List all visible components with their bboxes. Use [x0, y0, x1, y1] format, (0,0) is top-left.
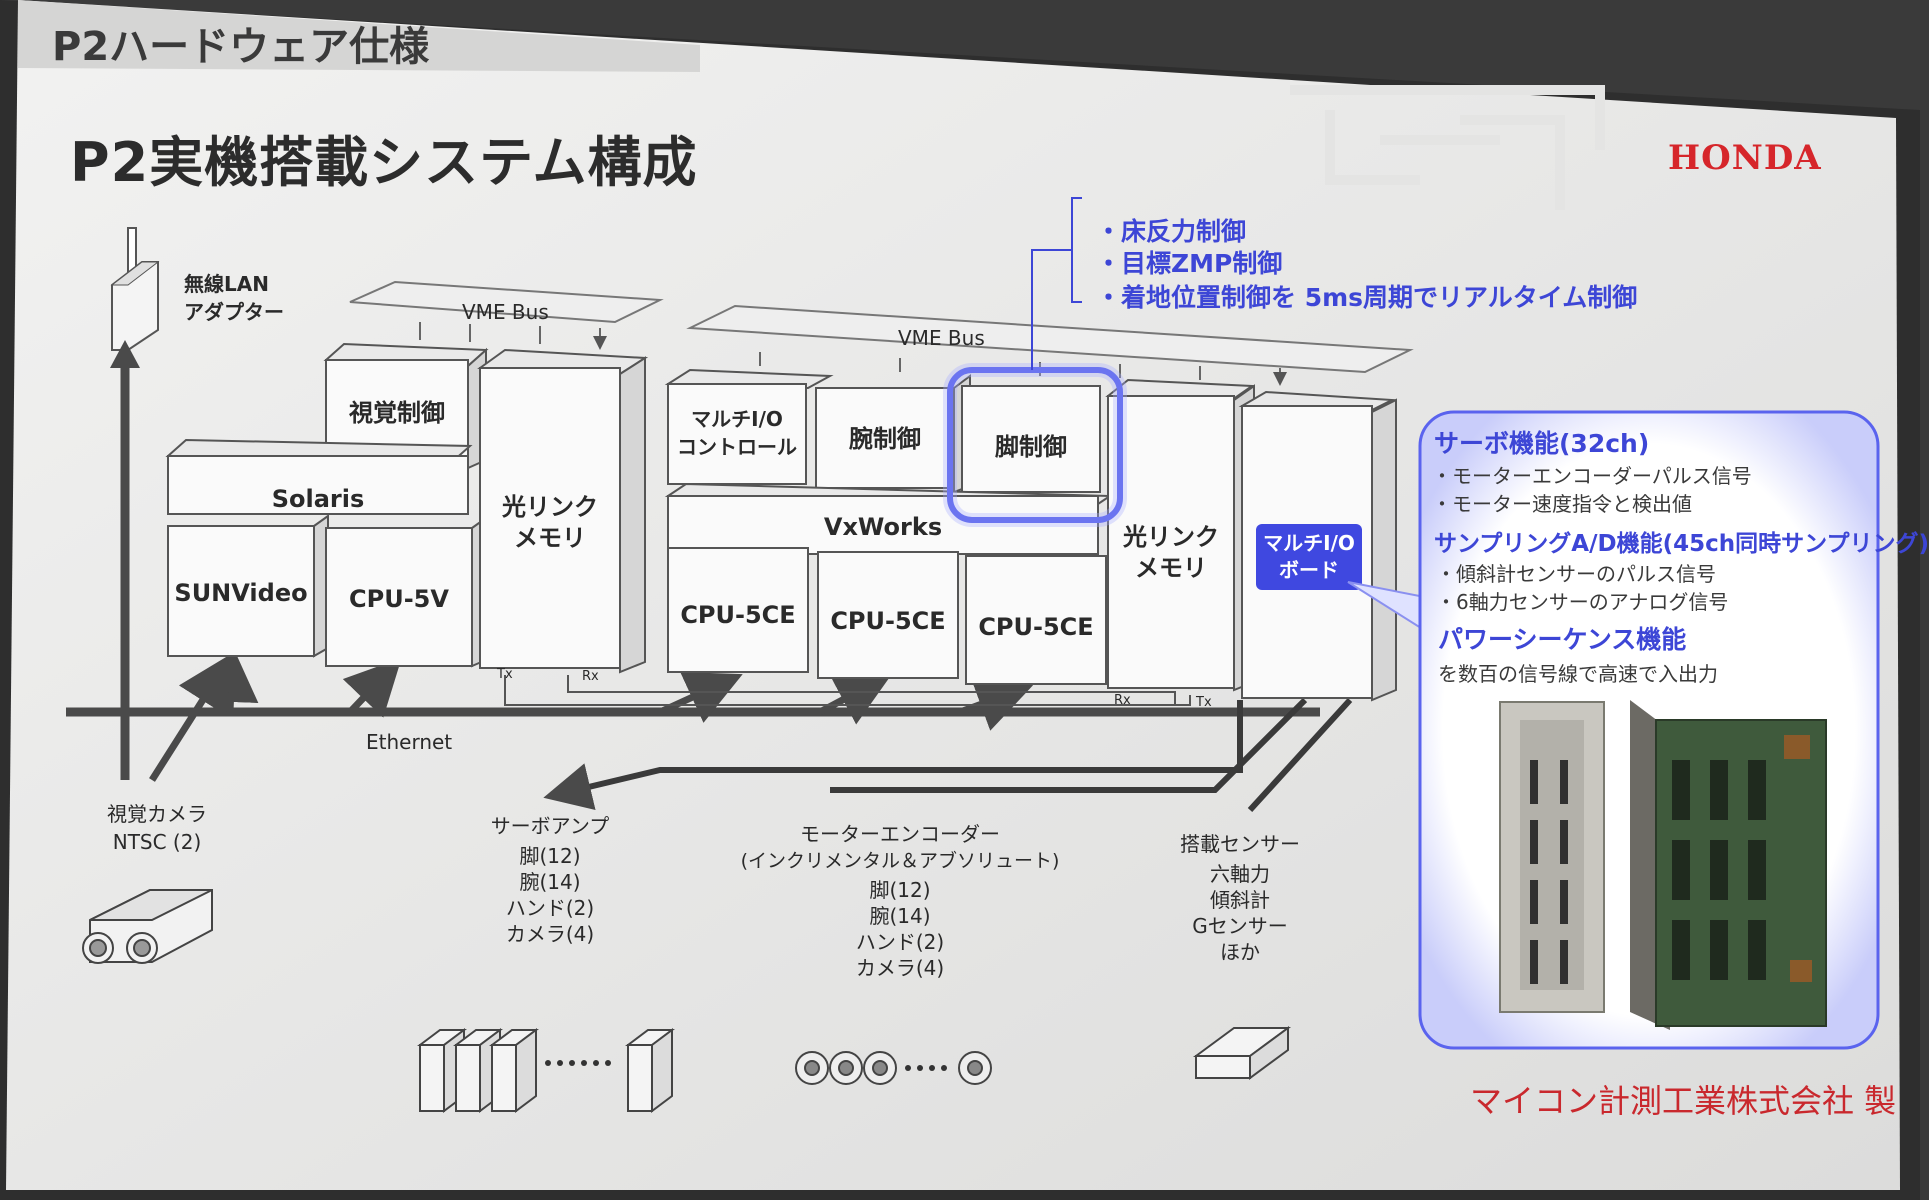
- ethernet-to-cpu5v: [342, 657, 402, 718]
- ethernet-to-sunvideo: [202, 646, 259, 713]
- multi-io-ctrl-label-2: コントロール: [677, 435, 797, 459]
- right-tx-label: Tx: [1196, 695, 1212, 710]
- camera-icons: [82, 889, 213, 964]
- vision-control-label: 視覚制御: [349, 399, 445, 427]
- ethernet-label: Ethernet: [366, 730, 453, 754]
- servo-item-2: ・モーター速度指令と検出値: [1432, 492, 1692, 516]
- sunvideo-label: SUNVideo: [174, 579, 308, 607]
- sensors-title: 搭載センサー: [1180, 832, 1300, 856]
- sensor-icon: [1192, 1026, 1292, 1080]
- left-optical-label-1: 光リンク: [502, 493, 598, 521]
- sensor-6axis: 六軸力: [1210, 862, 1270, 886]
- wireless-arrow-head: [110, 340, 140, 368]
- callout-line-3: ・着地位置制御を 5ms周期でリアルタイム制御: [1096, 283, 1638, 312]
- servo-amp-icons: [417, 1028, 675, 1113]
- encoder-subtitle: (インクリメンタル＆アブソリュート): [740, 850, 1060, 872]
- cpu5ce-2-label: CPU-5CE: [830, 607, 946, 635]
- servo-amp-title: サーボアンプ: [490, 814, 610, 838]
- sensor-tilt: 傾斜計: [1210, 888, 1270, 912]
- encoder-arm: 腕(14): [869, 904, 931, 928]
- callout-line-2: ・目標ZMP制御: [1096, 249, 1283, 278]
- sensor-g: Gセンサー: [1192, 914, 1288, 938]
- wireless-label-1: 無線LAN: [184, 272, 269, 296]
- left-rx-label: Rx: [582, 669, 599, 684]
- encoder-title: モーターエンコーダー: [800, 822, 1000, 846]
- cpu5v-label: CPU-5V: [349, 585, 449, 613]
- sensor-other: ほか: [1220, 940, 1260, 964]
- callout-line-1: ・床反力制御: [1096, 217, 1247, 246]
- sampling-item-1: ・傾斜計センサーのパルス信号: [1436, 562, 1716, 586]
- encoder-hand: ハンド(2): [855, 930, 945, 954]
- leg-control-label: 脚制御: [995, 433, 1067, 461]
- vxworks-label: VxWorks: [823, 513, 943, 541]
- ethernet-to-cpu5ce-3: [958, 678, 1034, 731]
- vme-bus-left: [349, 280, 664, 346]
- wireless-label-2: アダプター: [184, 300, 284, 324]
- power-sequence-item: を数百の信号線で高速で入出力: [1438, 662, 1718, 686]
- to-encoder: [830, 697, 1308, 793]
- multi-io-board-box: [1256, 524, 1362, 590]
- leg-highlight-ring: [947, 367, 1123, 523]
- to-sensors: [1247, 697, 1353, 813]
- board-photos: [1499, 700, 1827, 1030]
- decor-pattern: [1290, 85, 1605, 210]
- left-rack-boxes: [165, 342, 649, 674]
- cpu5ce-3-label: CPU-5CE: [978, 613, 1094, 641]
- servo-amp-dots: [545, 1060, 611, 1066]
- wireless-adapter: [110, 227, 160, 351]
- camera-label-1: 視覚カメラ: [107, 802, 207, 826]
- encoder-camera: カメラ(4): [855, 956, 945, 980]
- servo-function-title: サーボ機能(32ch): [1434, 429, 1650, 458]
- servo-amp-arm: 腕(14): [519, 870, 581, 894]
- optical-link-lines: [504, 675, 1191, 706]
- cpu5ce-1-label: CPU-5CE: [680, 601, 796, 629]
- right-optical-label-1: 光リンク: [1123, 523, 1219, 551]
- camera-to-sunvideo: [149, 653, 233, 782]
- solaris-label: Solaris: [271, 485, 365, 513]
- power-sequence-title: パワーシーケンス機能: [1438, 625, 1687, 654]
- camera-label-2: NTSC (2): [112, 830, 202, 854]
- encoder-icons: [795, 1051, 992, 1085]
- right-rx-label: Rx: [1114, 693, 1131, 708]
- servo-amp-leg: 脚(12): [519, 844, 581, 868]
- vme-bus-right-label: VME Bus: [898, 326, 985, 350]
- page-title: P2実機搭載システム構成: [70, 131, 698, 194]
- encoder-dots: [905, 1065, 947, 1071]
- multi-io-board-label-1: マルチI/O: [1263, 531, 1355, 555]
- maker-label: マイコン計測工業株式会社 製: [1470, 1082, 1897, 1120]
- multi-io-ctrl-label-1: マルチI/O: [691, 407, 783, 431]
- right-optical-label-2: メモリ: [1135, 554, 1207, 582]
- sampling-item-2: ・6軸力センサーのアナログ信号: [1436, 590, 1729, 614]
- vme-bus-left-label: VME Bus: [462, 300, 549, 324]
- encoder-leg: 脚(12): [869, 878, 931, 902]
- left-optical-label-2: メモリ: [514, 524, 586, 552]
- to-servo-amp: [543, 700, 1243, 811]
- header-label: P2ハードウェア仕様: [52, 24, 430, 70]
- sampling-function-title: サンプリングA/D機能(45ch同時サンプリング): [1434, 531, 1929, 557]
- header-band: [18, 0, 700, 72]
- leg-highlight-glow: [943, 363, 1127, 527]
- servo-amp-camera: カメラ(4): [505, 922, 595, 946]
- servo-item-1: ・モーターエンコーダーパルス信号: [1432, 464, 1752, 488]
- ethernet-to-cpu5ce-1: [658, 671, 743, 723]
- ethernet-to-cpu5ce-2: [818, 673, 893, 725]
- servo-amp-hand: ハンド(2): [505, 896, 595, 920]
- callout-bracket: [1031, 197, 1082, 370]
- honda-logo: HONDA: [1668, 138, 1822, 178]
- arm-control-label: 腕制御: [849, 425, 921, 453]
- multi-io-board-label-2: ボード: [1279, 558, 1339, 582]
- left-tx-label: Tx: [497, 667, 513, 682]
